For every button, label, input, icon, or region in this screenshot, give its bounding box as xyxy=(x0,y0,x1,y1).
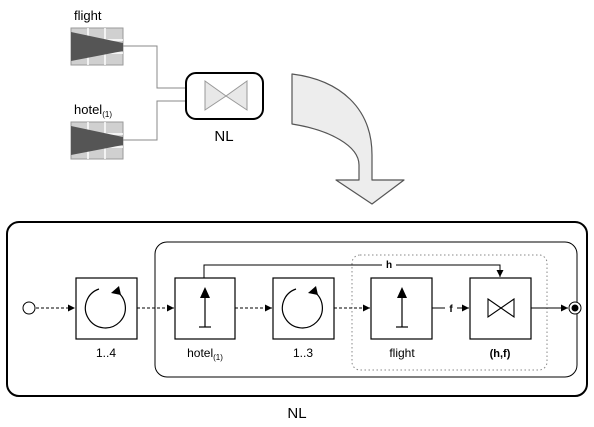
transform-arrow xyxy=(291,73,405,205)
join-label: (h,f) xyxy=(490,348,511,360)
nl-join-caption: NL xyxy=(214,128,233,145)
hotel-to-join-edge xyxy=(203,264,504,278)
parallel-group xyxy=(351,254,548,371)
bowtie-join-icon xyxy=(487,297,502,319)
up-arrow-icon xyxy=(397,287,407,298)
outer-plan-box xyxy=(6,221,588,397)
scan-hotel-node xyxy=(174,277,236,340)
nl-join-node xyxy=(185,72,264,120)
loop-arrow-icon xyxy=(84,288,126,329)
loop-inner-node xyxy=(272,277,335,340)
scan-hotel-label: hotel(1) xyxy=(187,346,223,362)
scan-flight-label: flight xyxy=(389,346,415,360)
end-node-inner xyxy=(571,304,579,312)
edge-h-label: h xyxy=(386,260,392,271)
flight-input-label: flight xyxy=(74,8,102,23)
loop-outer-label: 1..4 xyxy=(96,346,116,360)
scan-flight-node xyxy=(370,277,433,340)
edge-f-label: f xyxy=(449,304,453,315)
start-node xyxy=(22,301,36,315)
hotel-to-nl-edge xyxy=(123,97,200,141)
hotel-table-icon xyxy=(70,121,124,160)
edge-f-label-bg xyxy=(445,300,457,314)
up-arrow-icon xyxy=(200,287,210,298)
plan-caption: NL xyxy=(287,405,306,422)
flight-to-nl-edge xyxy=(123,45,200,92)
loop-inner-label: 1..3 xyxy=(293,346,313,360)
loop-arrow-icon xyxy=(281,288,323,329)
join-node xyxy=(469,277,532,340)
edge-h-label-bg xyxy=(382,258,396,271)
flight-table-icon xyxy=(70,27,124,66)
loop-outer-node xyxy=(75,277,138,340)
hotel-input-label: hotel(1) xyxy=(74,102,112,119)
